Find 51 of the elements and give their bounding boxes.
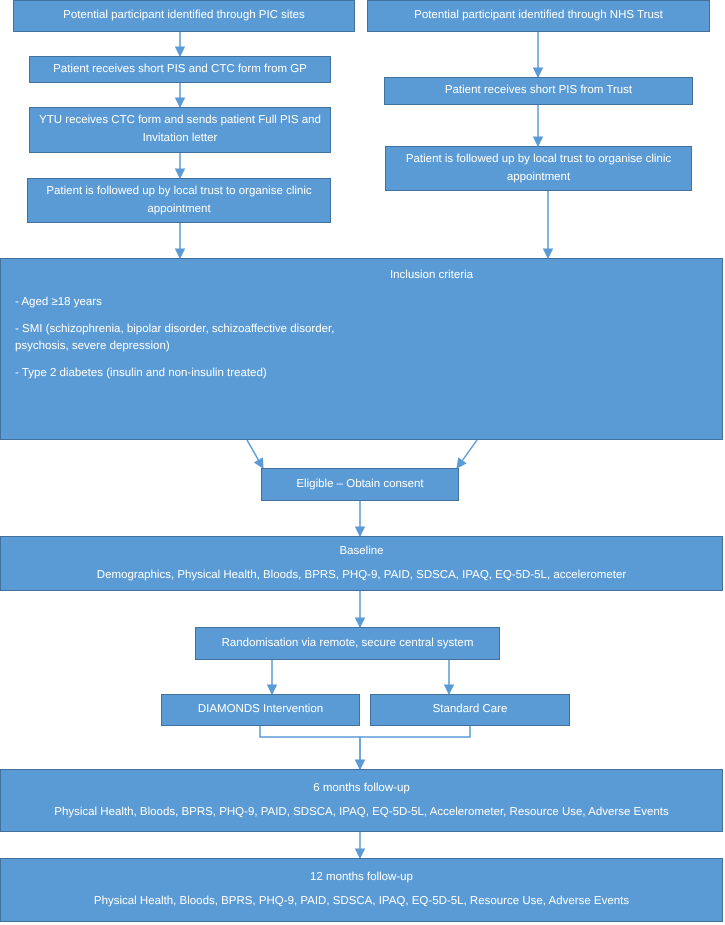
arrow bbox=[354, 726, 471, 770]
criteria-box bbox=[0, 258, 723, 440]
criteria-item: - SMI (schizophrenia, bipolar disorder, schizoaffective disorder, psychosis, severe depression) bbox=[14, 322, 336, 354]
process-box bbox=[0, 769, 723, 832]
criteria-item: - Type 2 diabetes (insulin and non-insulin treated) bbox=[14, 366, 268, 382]
box-text: Physical Health, Bloods, BPRS, PHQ-9, PAID, SDSCA, IPAQ, EQ-5D-5L, Accelerometer, Resource Use, Adverse Events bbox=[54, 804, 669, 820]
box-text: Patient receives short PIS from Trust bbox=[444, 83, 632, 98]
arrow bbox=[444, 660, 454, 696]
box-text: Potential participant identified through NHS Trust bbox=[414, 8, 663, 24]
box-text: Randomisation via remote, secure central system bbox=[222, 636, 474, 651]
arrow bbox=[246, 440, 264, 469]
arrow bbox=[174, 32, 186, 58]
process-box bbox=[0, 858, 723, 922]
box-text: Patient is followed up by local trust to organise clinic appointment bbox=[45, 184, 313, 216]
arrow bbox=[174, 83, 186, 108]
arrow bbox=[542, 191, 554, 260]
arrow bbox=[532, 105, 544, 148]
process-box bbox=[385, 146, 692, 191]
criteria-item: - Aged ≥18 years bbox=[14, 294, 103, 310]
arrow bbox=[456, 440, 478, 469]
box-text: Potential participant identified through PIC sites bbox=[63, 8, 305, 24]
process-box bbox=[27, 178, 331, 223]
process-box bbox=[370, 694, 570, 726]
process-box bbox=[261, 468, 459, 501]
process-box bbox=[367, 0, 710, 32]
process-box bbox=[13, 0, 355, 32]
box-text: Eligible – Obtain consent bbox=[296, 476, 424, 492]
process-box bbox=[29, 56, 331, 83]
box-heading: 12 months follow-up bbox=[310, 870, 413, 886]
box-heading: 6 months follow-up bbox=[313, 780, 410, 796]
arrow bbox=[354, 591, 366, 628]
criteria-heading: Inclusion criteria bbox=[388, 268, 474, 283]
process-box bbox=[0, 536, 723, 591]
arrow bbox=[266, 660, 278, 696]
process-box bbox=[29, 107, 331, 153]
box-text: Patient is followed up by local trust to organise clinic appointment bbox=[404, 152, 672, 184]
process-box bbox=[195, 627, 500, 660]
arrow bbox=[532, 32, 544, 78]
arrow bbox=[354, 832, 366, 860]
box-text: Standard Care bbox=[432, 702, 508, 718]
box-text: Patient receives short PIS and CTC form from GP bbox=[53, 62, 307, 77]
box-text: Demographics, Physical Health, Bloods, BPRS, PHQ-9, PAID, SDSCA, IPAQ, EQ-5D-5L, accelerometer bbox=[96, 568, 626, 582]
process-box bbox=[161, 694, 360, 726]
process-box bbox=[384, 77, 693, 105]
box-text: DIAMONDS Intervention bbox=[198, 702, 324, 718]
arrow bbox=[174, 153, 186, 180]
box-text: Physical Health, Bloods, BPRS, PHQ-9, PAID, SDSCA, IPAQ, EQ-5D-5L, Resource Use, Adverse Events bbox=[94, 894, 630, 909]
arrow bbox=[354, 501, 366, 538]
box-heading: Baseline bbox=[339, 544, 384, 559]
arrow bbox=[174, 223, 186, 260]
box-text: YTU receives CTC form and sends patient Full PIS and Invitation letter bbox=[38, 113, 322, 146]
